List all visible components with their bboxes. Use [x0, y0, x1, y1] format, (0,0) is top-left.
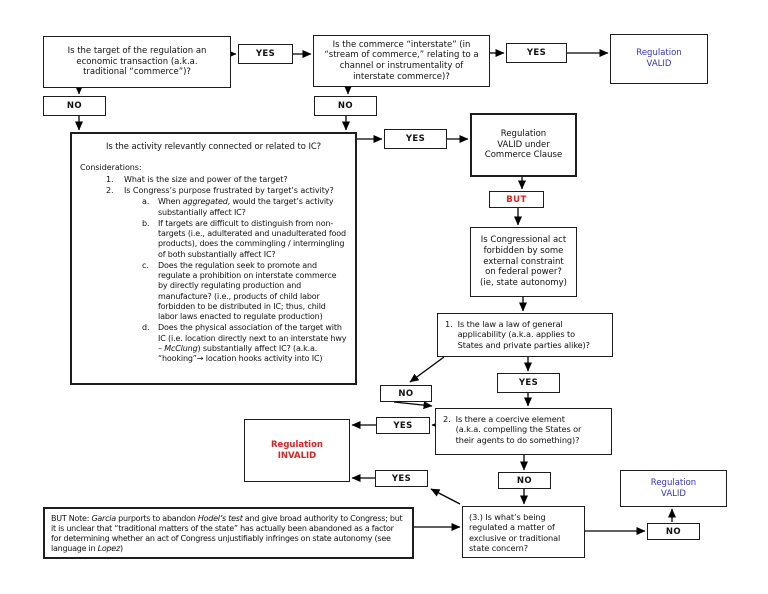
yes-label-activity: YES	[384, 129, 447, 149]
sub-a-text: When aggregated, would the target’s acti…	[158, 197, 334, 217]
no-label-state-concern: NO	[647, 523, 700, 540]
consideration-sub-d: d. Does the physical association of the …	[142, 323, 347, 364]
sub-a-letter: a.	[142, 197, 150, 207]
question-1-number: 1.	[445, 319, 453, 329]
consideration-sub-c: c. Does the regulation seek to promote a…	[142, 261, 347, 322]
activity-question-title: Is the activity relevantly connected or …	[105, 141, 322, 151]
node-activity-connected-question: Is the activity relevantly connected or …	[70, 132, 357, 385]
sub-c-text: Does the regulation seek to promote and …	[158, 260, 337, 322]
item-2-number: 2.	[106, 186, 114, 196]
sub-b-text: If targets are difficult to distinguish …	[158, 218, 346, 259]
no-label-economic: NO	[43, 96, 106, 116]
consideration-item-1: 1. What is the size and power of the tar…	[106, 175, 347, 185]
question-2-text: Is there a coercive element(a.k.a. compe…	[455, 414, 582, 445]
node-coercive-element-question: 2. Is there a coercive element(a.k.a. co…	[435, 408, 612, 455]
yes-label-state-concern: YES	[375, 470, 428, 487]
consideration-item-2: 2. Is Congress’s purpose frustrated by t…	[106, 186, 347, 196]
sub-d-text: Does the physical association of the tar…	[158, 323, 347, 363]
item-1-text: What is the size and power of the target…	[124, 174, 288, 184]
consideration-sub-b: b. If targets are difficult to distingui…	[142, 219, 347, 260]
yes-label-economic: YES	[238, 44, 293, 64]
sub-d-letter: d.	[142, 323, 150, 333]
question-2-number: 2.	[443, 414, 451, 424]
considerations-heading: Considerations:	[80, 162, 142, 172]
no-label-interstate: NO	[314, 96, 377, 116]
node-interstate-commerce-question: Is the commerce “interstate” (in“stream …	[313, 35, 490, 87]
consideration-sub-a: a. When aggregated, would the target’s a…	[142, 197, 347, 217]
no-label-applicability: NO	[380, 385, 432, 402]
sub-c-letter: c.	[142, 260, 149, 270]
sub-b-letter: b.	[142, 218, 150, 228]
no-label-coercive: NO	[498, 472, 551, 489]
item-2-text: Is Congress’s purpose frustrated by targ…	[124, 186, 334, 196]
yes-label-coercive: YES	[376, 417, 430, 434]
yes-label-interstate-2: YES	[506, 43, 567, 63]
yes-label-applicability: YES	[497, 373, 560, 393]
node-garcia-note: BUT Note: Garcia purports to abandon Hod…	[43, 507, 414, 559]
but-label: BUT	[489, 191, 544, 208]
item-1-number: 1.	[106, 174, 114, 184]
